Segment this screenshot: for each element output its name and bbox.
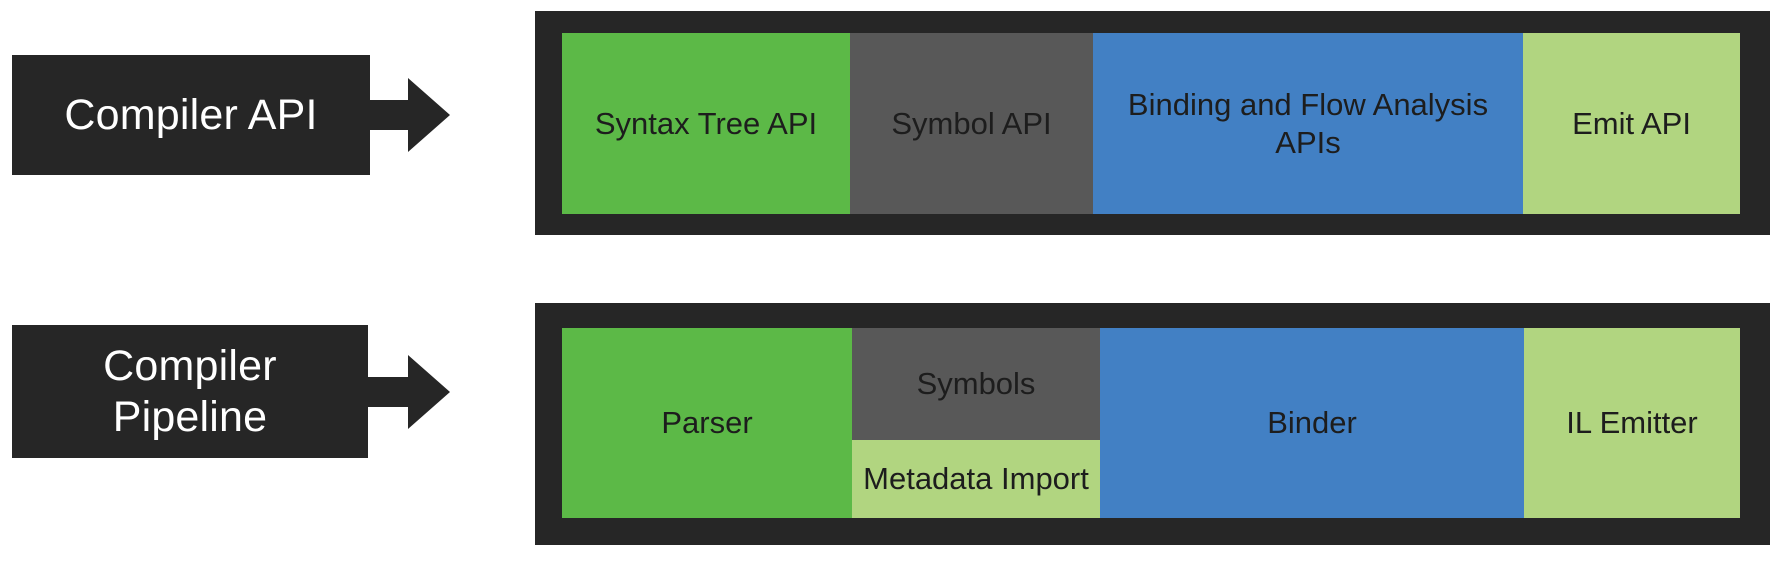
stage-metadata-import[interactable]: Metadata Import [852, 440, 1100, 518]
label-plate-compiler-api-text: Compiler API [64, 90, 318, 139]
stage-syntax-tree-api[interactable]: Syntax Tree API [562, 33, 850, 214]
stage-symbols-label: Symbols [916, 366, 1036, 402]
stage-il-emitter[interactable]: IL Emitter [1524, 328, 1740, 518]
stage-symbol-api[interactable]: Symbol API [850, 33, 1093, 214]
right-arrow-icon [350, 78, 450, 152]
stage-binder[interactable]: Binder [1100, 328, 1524, 518]
panel-compiler-api: Syntax Tree API Symbol API Binding and F… [535, 11, 1770, 235]
stage-binder-label: Binder [1267, 405, 1357, 441]
stage-metadata-import-label: Metadata Import [863, 461, 1089, 497]
stage-parser[interactable]: Parser [562, 328, 852, 518]
label-plate-compiler-pipeline-line-1: Compiler [103, 341, 277, 390]
stage-emit-api[interactable]: Emit API [1523, 33, 1740, 214]
stage-symbols[interactable]: Symbols Metadata Import [852, 328, 1100, 518]
label-plate-compiler-api: Compiler API [12, 55, 370, 175]
label-plate-compiler-pipeline-line-2: Pipeline [112, 392, 268, 441]
stage-il-emitter-label: IL Emitter [1566, 405, 1698, 441]
stage-syntax-tree-api-label: Syntax Tree API [594, 105, 818, 141]
panel-compiler-pipeline: Parser Symbols Metadata Import Binder IL… [535, 303, 1770, 545]
stage-parser-label: Parser [661, 405, 753, 441]
stage-symbol-api-label: Symbol API [891, 105, 1052, 141]
stage-symbols-upper[interactable]: Symbols [852, 328, 1100, 440]
label-plate-compiler-pipeline: Compiler Pipeline [12, 325, 368, 458]
stage-binding-and-flow-analysis-apis-label: Binding and Flow Analysis APIs [1127, 87, 1489, 160]
right-arrow-icon [350, 355, 450, 429]
stage-emit-api-label: Emit API [1572, 105, 1691, 141]
stage-binding-and-flow-analysis-apis[interactable]: Binding and Flow Analysis APIs [1093, 33, 1523, 214]
